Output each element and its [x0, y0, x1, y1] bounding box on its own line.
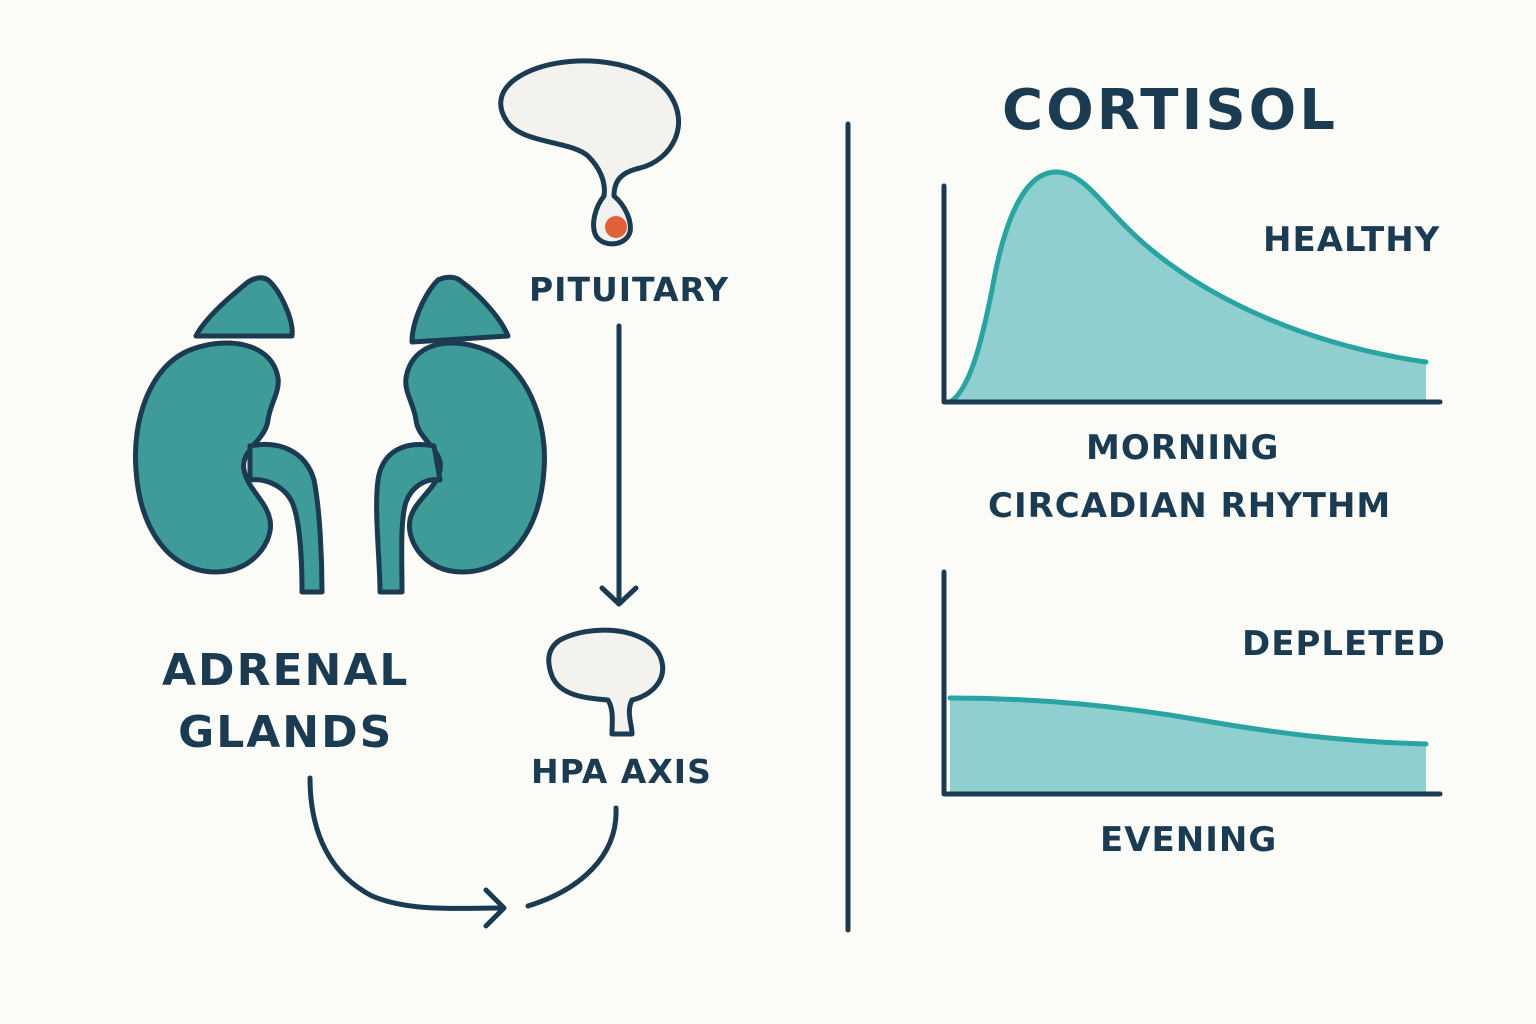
depleted-curve-line — [947, 695, 1429, 747]
morning-label: MORNING — [1086, 428, 1280, 468]
pituitary-dot-icon — [605, 216, 627, 238]
left-kidney-icon — [132, 275, 325, 595]
pituitary-gland-icon — [498, 58, 681, 247]
pituitary-label: PITUITARY — [529, 270, 730, 309]
curved-return-line — [525, 805, 619, 909]
cortisol-title: CORTISOL — [1002, 78, 1338, 143]
left-adrenal-gland-icon — [193, 275, 295, 339]
arrow-head-right-icon — [483, 887, 507, 929]
depleted-chart-axes — [941, 569, 1443, 797]
healthy-chart-axes — [941, 183, 1443, 405]
adrenal-glands-label: ADRENAL GLANDS — [162, 640, 409, 764]
left-ureter-icon — [247, 442, 325, 595]
right-kidney-icon — [374, 274, 547, 595]
depleted-curve-chart — [941, 569, 1443, 797]
evening-label: EVENING — [1100, 820, 1278, 860]
circadian-rhythm-label: CIRCADIAN RHYTHM — [988, 486, 1392, 526]
hpa-axis-label: HPA AXIS — [531, 752, 712, 791]
curved-arrow-line — [307, 775, 503, 911]
healthy-curve-area — [950, 172, 1426, 402]
hypothalamus-icon — [546, 627, 666, 737]
healthy-curve-chart — [941, 169, 1443, 405]
arrow-head-down-icon — [599, 585, 639, 607]
healthy-curve-line — [947, 169, 1429, 405]
adrenal-label-line1: ADRENAL — [162, 645, 410, 696]
right-ureter-icon — [374, 442, 443, 595]
depleted-label: DEPLETED — [1242, 624, 1446, 664]
depleted-curve-area — [950, 698, 1426, 794]
right-adrenal-gland-icon — [409, 274, 511, 345]
adrenal-label-line2: GLANDS — [178, 707, 394, 758]
healthy-label: HEALTHY — [1263, 220, 1441, 260]
